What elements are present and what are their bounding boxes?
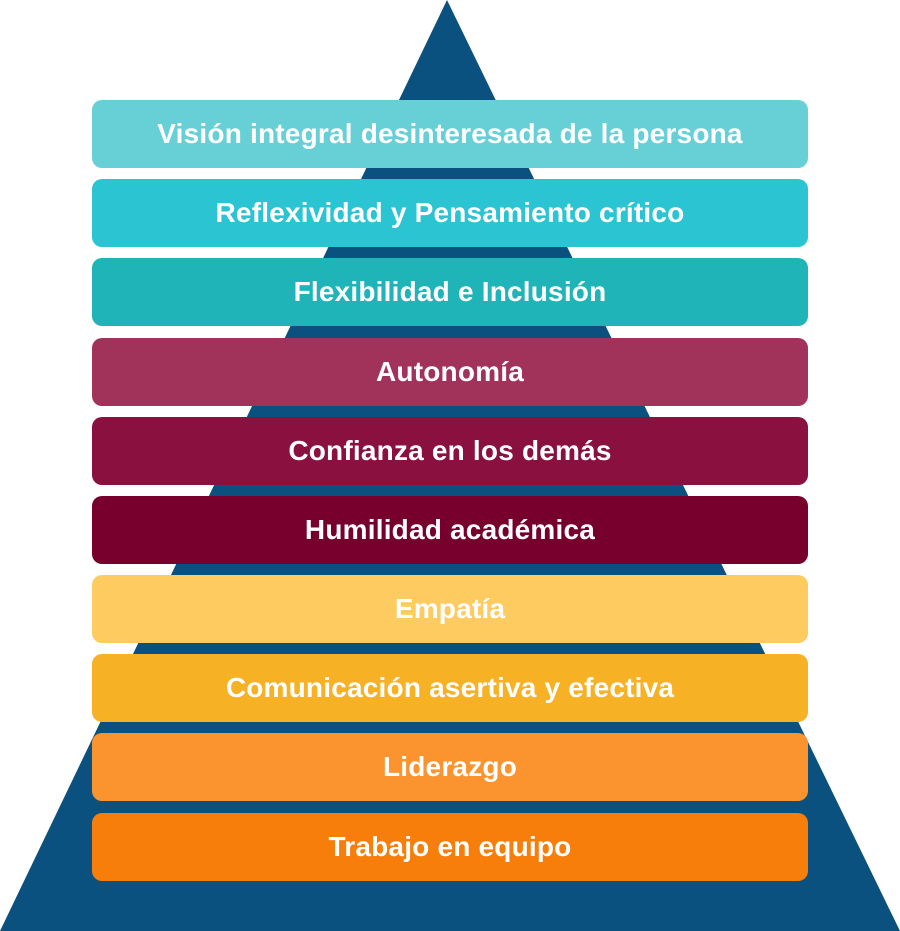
layer-label: Humilidad académica — [304, 514, 596, 545]
layer-label: Flexibilidad e Inclusión — [293, 276, 607, 307]
layer-liderazgo: Liderazgo — [92, 733, 808, 801]
layer-label: Trabajo en equipo — [328, 831, 572, 862]
layer-label: Confianza en los demás — [288, 435, 612, 466]
layer-humilidad: Humilidad académica — [92, 496, 808, 564]
layer-label: Visión integral desinteresada de la pers… — [157, 118, 743, 149]
layer-label: Liderazgo — [382, 751, 518, 782]
layer-label: Reflexividad y Pensamiento crítico — [215, 197, 685, 228]
layer-confianza: Confianza en los demás — [92, 417, 808, 485]
layer-label: Comunicación asertiva y efectiva — [225, 672, 675, 703]
layer-autonomia: Autonomía — [92, 338, 808, 406]
layer-flexibilidad: Flexibilidad e Inclusión — [92, 258, 808, 326]
layer-reflexividad: Reflexividad y Pensamiento crítico — [92, 179, 808, 247]
layer-empatia: Empatía — [92, 575, 808, 643]
layer-vision-integral: Visión integral desinteresada de la pers… — [92, 100, 808, 168]
layer-trabajo-equipo: Trabajo en equipo — [92, 813, 808, 881]
layer-label: Empatía — [394, 593, 506, 624]
layer-comunicacion: Comunicación asertiva y efectiva — [92, 654, 808, 722]
layer-label: Autonomía — [375, 356, 524, 387]
